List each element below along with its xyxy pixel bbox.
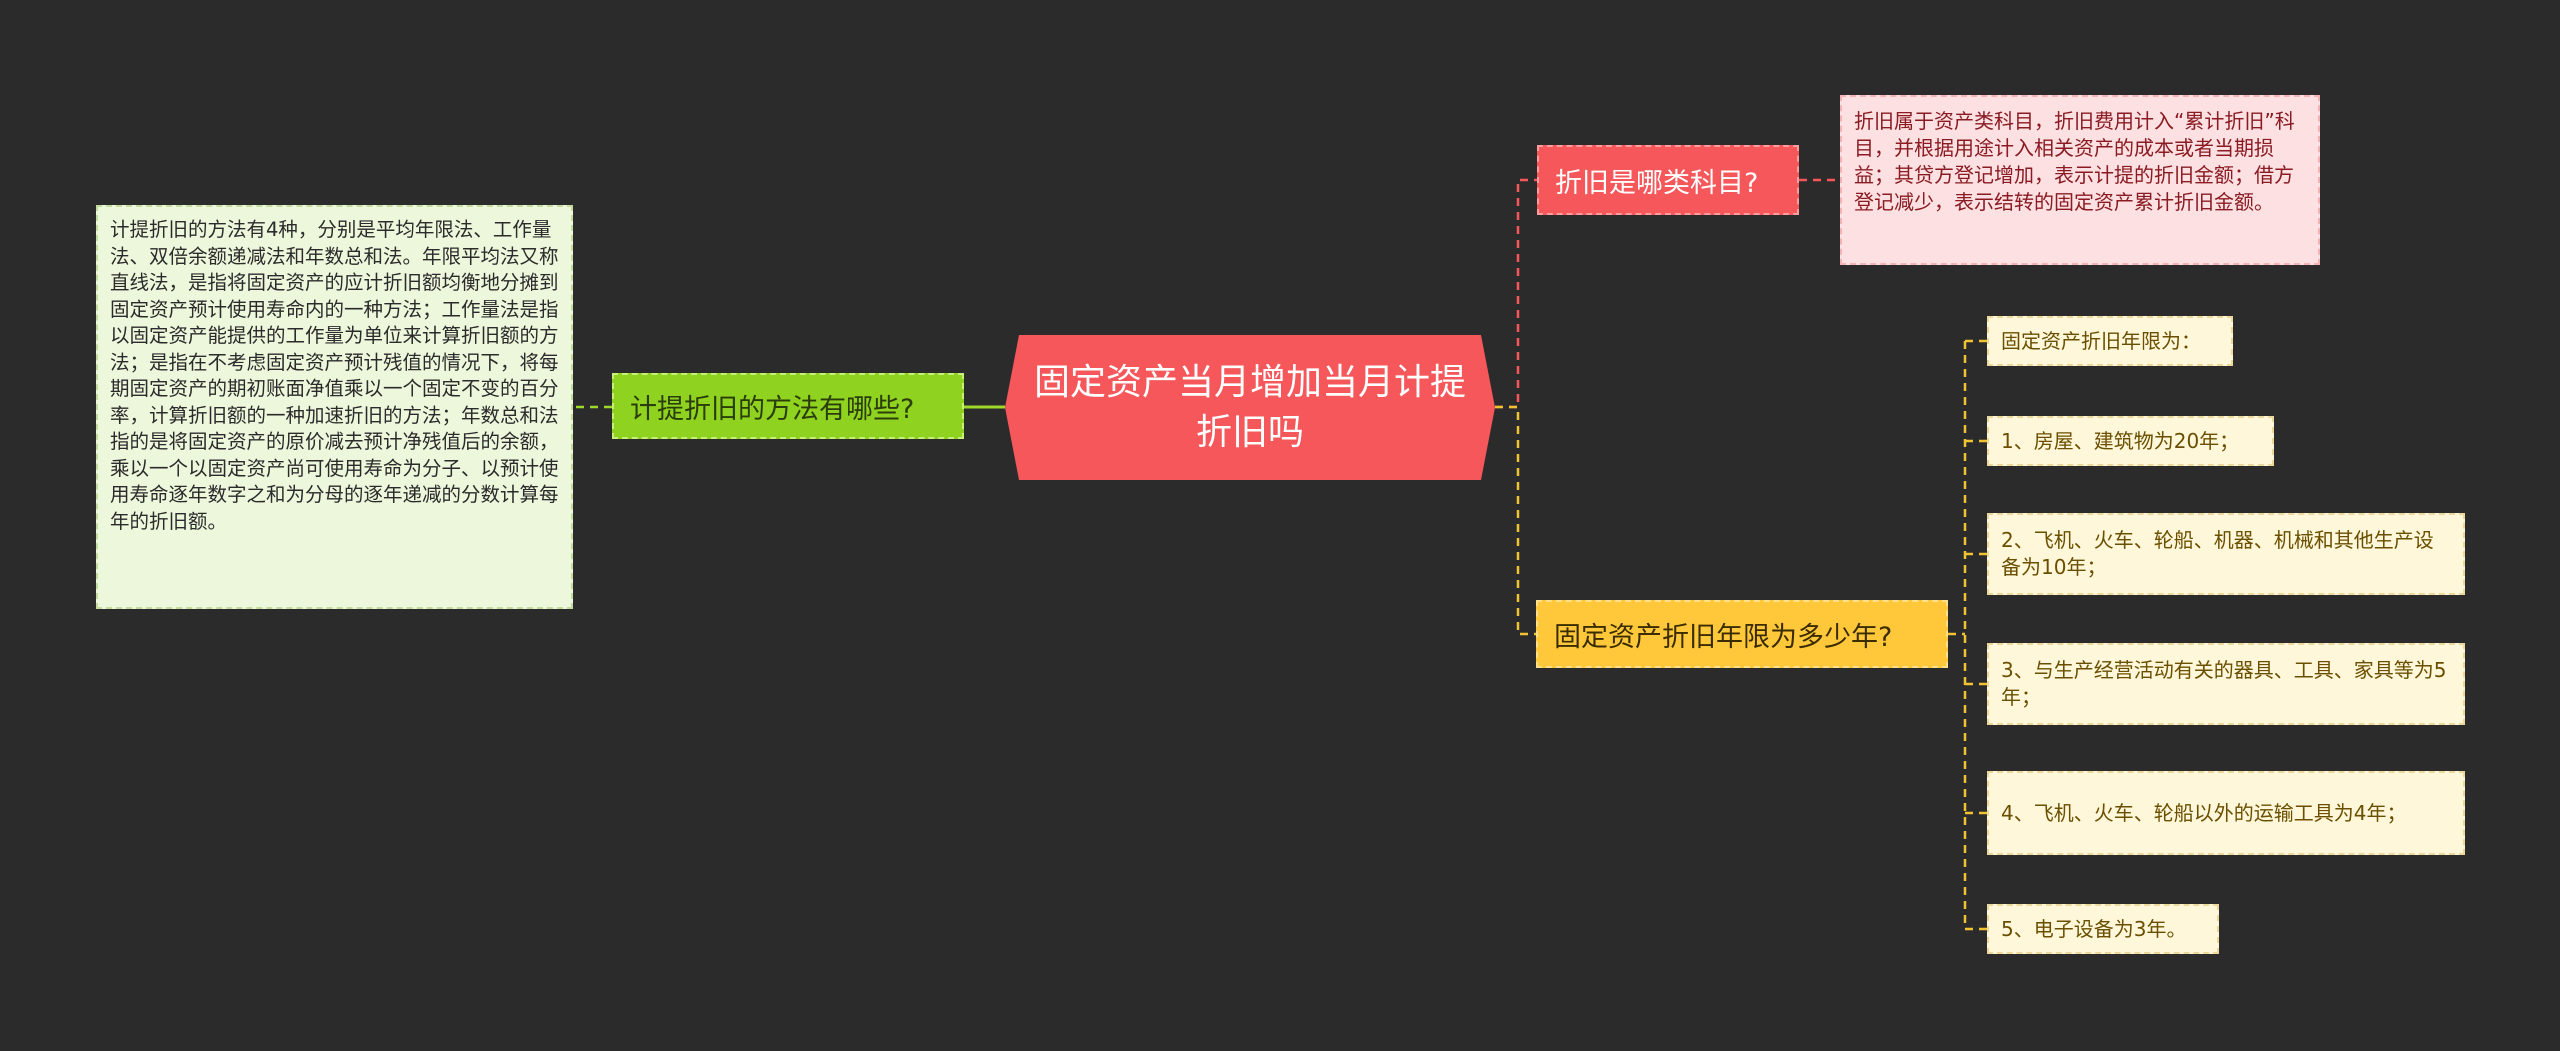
leaf-years-item-text: 3、与生产经营活动有关的器具、工具、家具等为5年； xyxy=(2001,658,2447,709)
branch-method[interactable]: 计提折旧的方法有哪些? xyxy=(612,373,964,439)
root-topic-label: 固定资产当月增加当月计提折旧吗 xyxy=(1033,361,1466,453)
leaf-years-item[interactable]: 3、与生产经营活动有关的器具、工具、家具等为5年； xyxy=(1987,643,2465,725)
leaf-years-item-text: 固定资产折旧年限为： xyxy=(2001,328,2201,353)
leaf-category-detail[interactable]: 折旧属于资产类科目，折旧费用计入“累计折旧”科目，并根据用途计入相关资产的成本或… xyxy=(1840,95,2320,265)
leaf-method-detail-text: 计提折旧的方法有4种，分别是平均年限法、工作量法、双倍余额递减法和年数总和法。年… xyxy=(110,218,559,533)
leaf-years-item-text: 4、飞机、火车、轮船以外的运输工具为4年； xyxy=(2001,800,2407,825)
leaf-years-item[interactable]: 固定资产折旧年限为： xyxy=(1987,316,2233,366)
leaf-years-item[interactable]: 2、飞机、火车、轮船、机器、机械和其他生产设备为10年； xyxy=(1987,513,2465,595)
leaf-method-detail[interactable]: 计提折旧的方法有4种，分别是平均年限法、工作量法、双倍余额递减法和年数总和法。年… xyxy=(96,205,573,609)
leaf-years-item-text: 2、飞机、火车、轮船、机器、机械和其他生产设备为10年； xyxy=(2001,528,2434,579)
root-topic[interactable]: 固定资产当月增加当月计提折旧吗 xyxy=(1005,335,1495,480)
leaf-category-detail-text: 折旧属于资产类科目，折旧费用计入“累计折旧”科目，并根据用途计入相关资产的成本或… xyxy=(1854,109,2295,214)
leaf-years-item-text: 1、房屋、建筑物为20年； xyxy=(2001,428,2240,453)
connector-root-to-years xyxy=(1495,405,1536,636)
leaf-years-item[interactable]: 1、房屋、建筑物为20年； xyxy=(1987,416,2274,466)
branch-years-label: 固定资产折旧年限为多少年? xyxy=(1554,621,1893,653)
leaf-years-item[interactable]: 5、电子设备为3年。 xyxy=(1987,904,2219,954)
leaf-years-item-text: 5、电子设备为3年。 xyxy=(2001,916,2187,941)
branch-category[interactable]: 折旧是哪类科目? xyxy=(1537,145,1799,215)
branch-method-label: 计提折旧的方法有哪些? xyxy=(630,393,915,425)
connector-root-to-category xyxy=(1495,178,1537,409)
branch-years[interactable]: 固定资产折旧年限为多少年? xyxy=(1536,600,1948,668)
branch-category-label: 折旧是哪类科目? xyxy=(1555,167,1759,199)
leaf-years-item[interactable]: 4、飞机、火车、轮船以外的运输工具为4年； xyxy=(1987,771,2465,855)
